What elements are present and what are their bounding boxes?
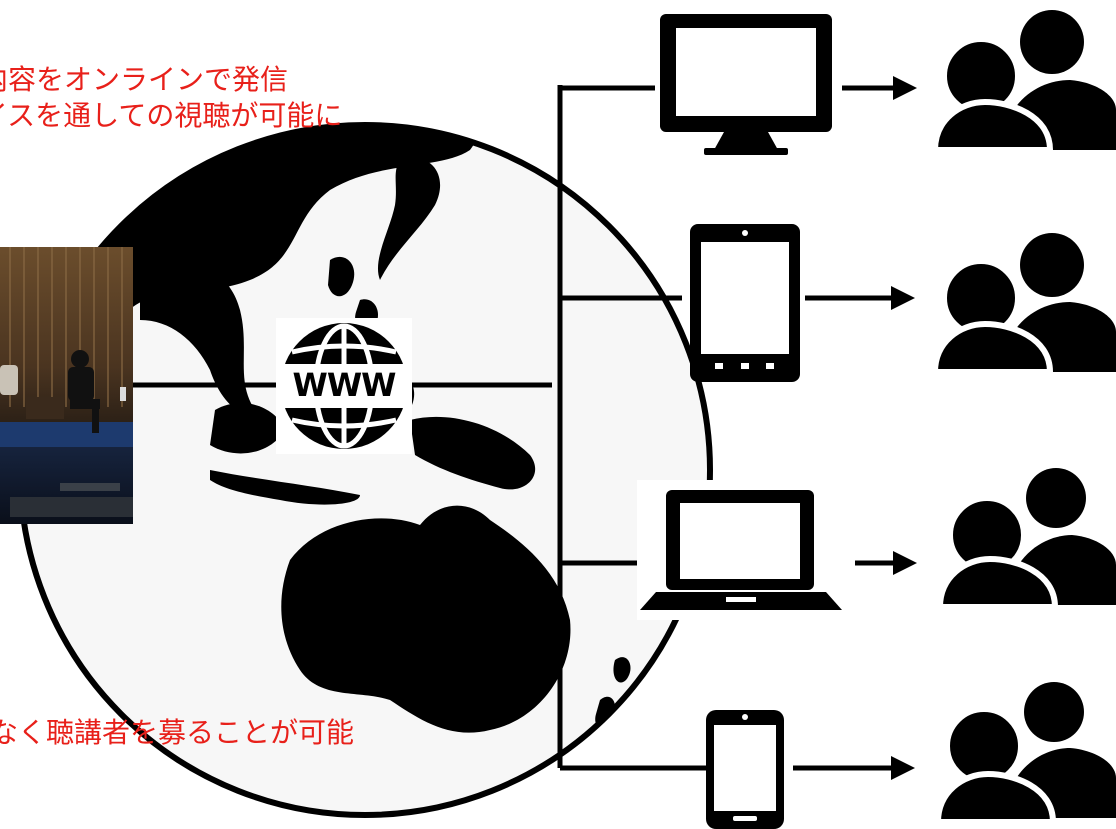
www-label: WWW — [293, 366, 397, 404]
arrow-laptop — [855, 551, 917, 575]
arrows — [793, 76, 917, 780]
caption-recruit-audience: なく聴講者を募ることが可能 — [0, 716, 355, 749]
laptop-icon — [637, 480, 847, 620]
caption-online-broadcast: 内容をオンラインで発信 — [0, 63, 289, 96]
tablet-icon — [690, 224, 800, 382]
smartphone-icon — [706, 710, 784, 829]
www-globe-icon: WWW — [276, 318, 412, 454]
arrow-phone — [793, 756, 915, 780]
users-group-icon-4 — [934, 682, 1116, 825]
users-group-icon-1 — [931, 10, 1116, 153]
arrow-desktop — [842, 76, 917, 100]
users-group-icon-3 — [936, 468, 1116, 610]
users-group-icon-2 — [931, 233, 1116, 375]
desktop-monitor-icon — [655, 14, 837, 156]
arrow-tablet — [805, 286, 915, 310]
stage-panel-photo — [0, 247, 133, 524]
connector-lines — [133, 85, 706, 771]
caption-device-viewing: イスを通しての視聴が可能に — [0, 99, 343, 132]
